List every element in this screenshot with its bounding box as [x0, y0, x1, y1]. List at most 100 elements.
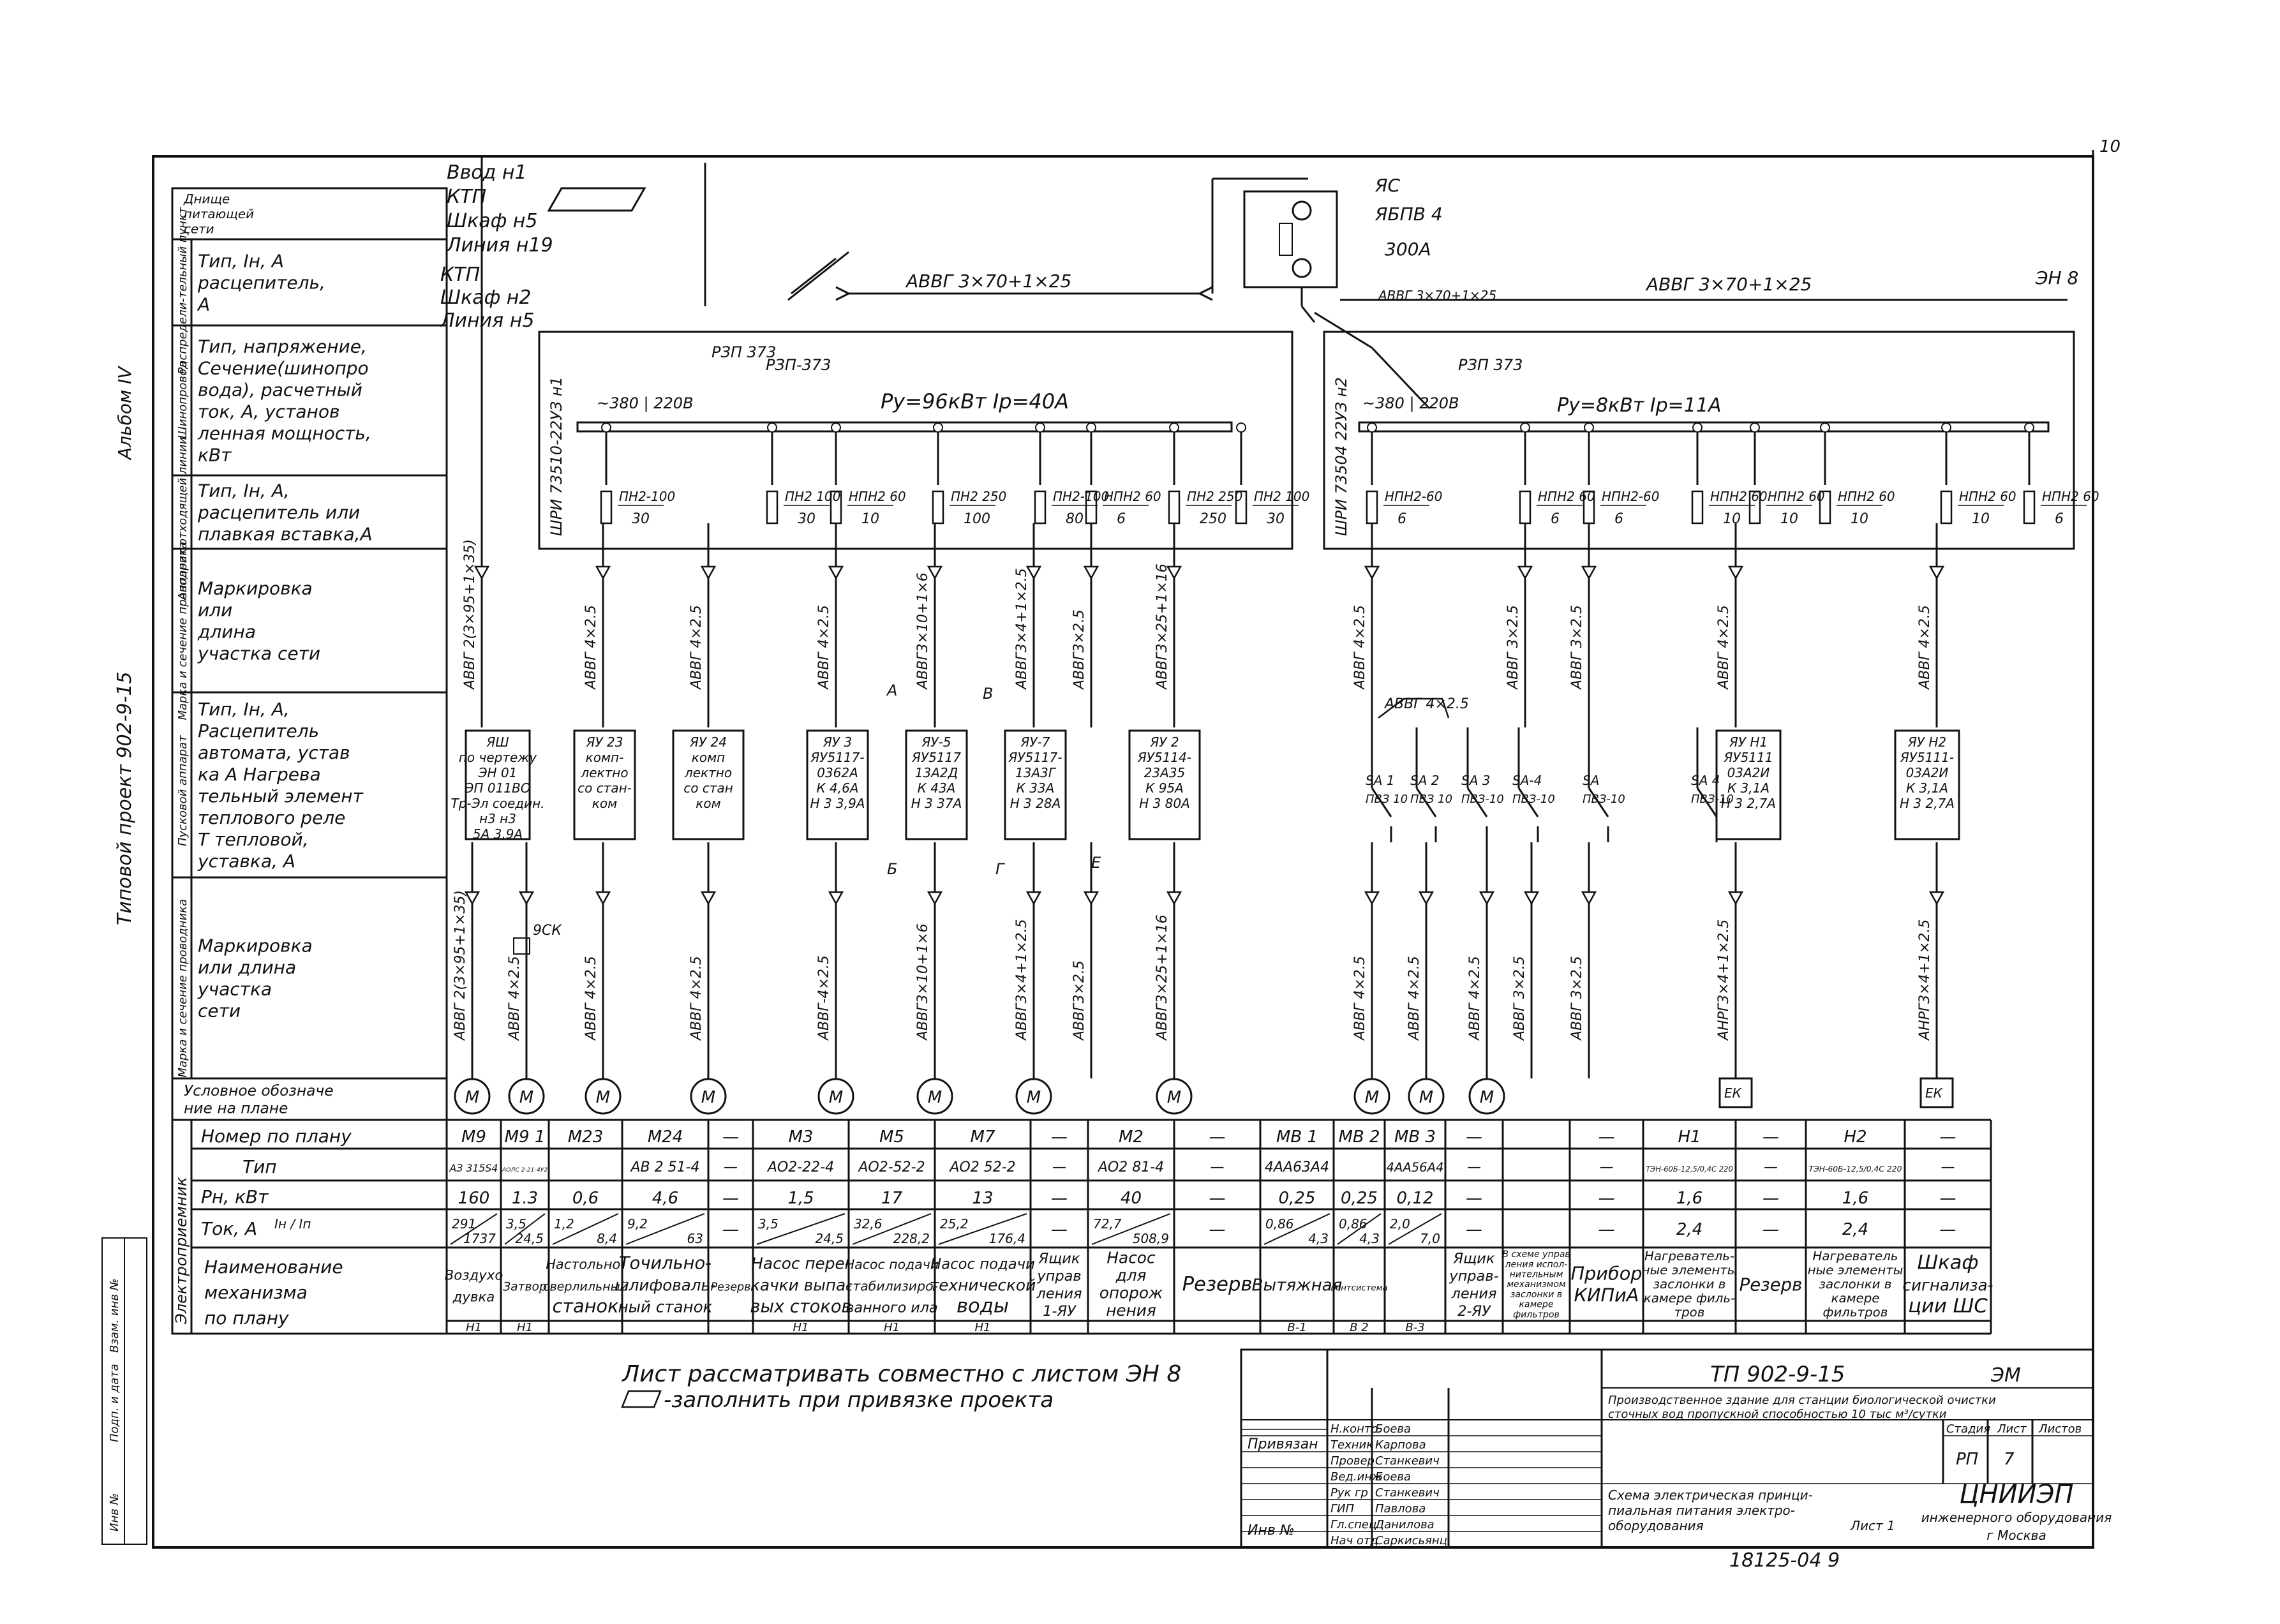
- col-mechanism-name: заслонки в: [1510, 1290, 1562, 1300]
- fuse-icon: [932, 490, 944, 525]
- col-plan-ref: Н1: [466, 1321, 482, 1334]
- heater-ek-icon: [1718, 1077, 1753, 1108]
- col-tip: —: [1941, 1159, 1955, 1175]
- row-header-text: плавкая вставка,А: [198, 524, 373, 545]
- starter-box: [905, 729, 968, 840]
- arrow-icon: [1581, 565, 1597, 580]
- col-current-nominal: 3,5: [506, 1216, 526, 1232]
- starter-text: Н 3 2,7А: [1721, 796, 1776, 811]
- sa-label: SA 3: [1461, 773, 1490, 788]
- stamp-code: ТП 902-9-15: [1710, 1362, 1845, 1387]
- col-current-start: 7,0: [1420, 1231, 1440, 1246]
- cable-lower-label: АВВГ 4×2.5: [1467, 956, 1483, 1041]
- starter-text: Н 3 2,7А: [1900, 796, 1955, 811]
- col-nomer: —: [1209, 1128, 1226, 1147]
- motor-letter: M: [596, 1088, 610, 1107]
- cable-lower-label: АВВГ3×25+1×16: [1154, 914, 1170, 1041]
- starter-box: [1715, 729, 1782, 840]
- starter-text: ЯУ Н1: [1729, 734, 1768, 750]
- motor-icon: [916, 1078, 953, 1115]
- col-mechanism-name: Затвор: [503, 1281, 547, 1294]
- arrow-icon: [1166, 565, 1182, 580]
- col-mechanism-name: технической: [930, 1276, 1036, 1295]
- starter-text: ЯУ5117: [911, 750, 961, 765]
- arrow-icon: [835, 286, 851, 301]
- col-rn: —: [1762, 1189, 1779, 1208]
- fuse-icon: [1034, 490, 1047, 525]
- cable-lower-label: АВВГ3×10+1×6: [915, 923, 931, 1041]
- bus-bar-2: [1358, 421, 2050, 433]
- motor-letter: M: [465, 1088, 479, 1107]
- col-mechanism-name: камере: [1831, 1291, 1880, 1306]
- motor-icon: [454, 1078, 491, 1115]
- col-tip: —: [1764, 1159, 1778, 1175]
- arrow-icon: [518, 891, 535, 905]
- arrow-icon: [1581, 891, 1597, 905]
- stamp-sheet: 7: [2004, 1450, 2015, 1469]
- arrow-icon: [1928, 565, 1945, 580]
- starter-box: [1004, 729, 1067, 840]
- col-plan-ref: В-3: [1405, 1321, 1424, 1334]
- col-mechanism-name: Вытяжная: [1252, 1276, 1343, 1295]
- col-plan-ref: Н1: [975, 1321, 991, 1334]
- starter-text: комп: [692, 750, 725, 765]
- arrow-icon: [1928, 891, 1945, 905]
- arrow-icon: [927, 891, 943, 905]
- starter-box: [1128, 729, 1201, 840]
- breaker-rating: 6: [1117, 511, 1126, 527]
- row-header-text: кВт: [198, 445, 232, 466]
- cable-upper-label: АВВГ 4×2.5: [1917, 605, 1933, 690]
- bus-tap-icon: [933, 422, 943, 433]
- col-mechanism-name: воды: [957, 1295, 1009, 1318]
- col-current-nominal: 291: [452, 1216, 476, 1232]
- starter-text: со стан-: [577, 780, 632, 796]
- cable-upper-label: АВВГ 4×2.5: [1352, 605, 1368, 690]
- sa-type: ПВЗ-10: [1512, 793, 1555, 806]
- col-mechanism-name: управ: [1036, 1268, 1081, 1285]
- motor-icon: [1353, 1078, 1390, 1115]
- row-group-label: Аппарат отходящей линии: [176, 436, 190, 600]
- col-mechanism-name: камере: [1519, 1300, 1553, 1310]
- starter-box: [806, 729, 869, 840]
- col-mechanism-name: ции ШС: [1908, 1295, 1988, 1318]
- col-current: —: [1598, 1220, 1615, 1239]
- stamp-role: Гл.спец: [1330, 1518, 1376, 1531]
- breaker-type: НПН2 60: [1104, 489, 1161, 504]
- breaker-type: ПН2-100: [1053, 489, 1109, 504]
- fill-in-marker: [621, 1390, 662, 1408]
- col-current-nominal: 9,2: [627, 1216, 648, 1232]
- col-current-nominal: 72,7: [1093, 1216, 1122, 1232]
- col-current-start: 1737: [463, 1231, 496, 1246]
- panel-2-voltage: ~380 | 220В: [1362, 394, 1459, 412]
- bus-tap-icon: [1750, 422, 1760, 433]
- sa-contact: [1696, 787, 1718, 817]
- starter-text: со стан: [683, 780, 733, 796]
- arrow-icon: [1025, 891, 1042, 905]
- motor-icon: [1015, 1078, 1052, 1115]
- col-mechanism-name: фильтров: [1513, 1309, 1560, 1320]
- stamp-stage: РП: [1956, 1450, 1978, 1469]
- arrow-icon: [595, 565, 611, 580]
- motor-icon: [585, 1078, 622, 1115]
- stamp-role: Вед.инж: [1330, 1470, 1383, 1484]
- breaker-type: НПН2 60: [1838, 489, 1895, 504]
- fuse-icon: [1292, 258, 1312, 278]
- cable-lower-label: АВВГ 4×2.5: [507, 956, 523, 1041]
- starter-text: К 3,1А: [1727, 780, 1770, 796]
- stamp-sheet-h: Лист: [1997, 1422, 2027, 1436]
- row-header-text: Т тепловой,: [198, 829, 309, 850]
- col-mechanism-name: станок: [553, 1295, 620, 1317]
- stamp-role: Провер: [1330, 1454, 1375, 1468]
- starter-text: ЯУ 24: [689, 734, 727, 750]
- stamp-privyazan-box: [1241, 1429, 1328, 1548]
- stamp-name: Саркисьянц: [1375, 1534, 1447, 1547]
- col-mechanism-name: Ящик: [1452, 1251, 1494, 1267]
- stamp-inv: Инв №: [1248, 1523, 1295, 1538]
- col-mechanism-name: сверлильный: [543, 1280, 628, 1294]
- col-nomer: М23: [568, 1128, 604, 1147]
- motor-letter: M: [1419, 1088, 1433, 1107]
- col-current-start: 63: [687, 1231, 703, 1246]
- fuse-icon: [1292, 200, 1312, 221]
- col-tip: —: [1052, 1159, 1066, 1175]
- breaker-rating: 30: [798, 511, 816, 527]
